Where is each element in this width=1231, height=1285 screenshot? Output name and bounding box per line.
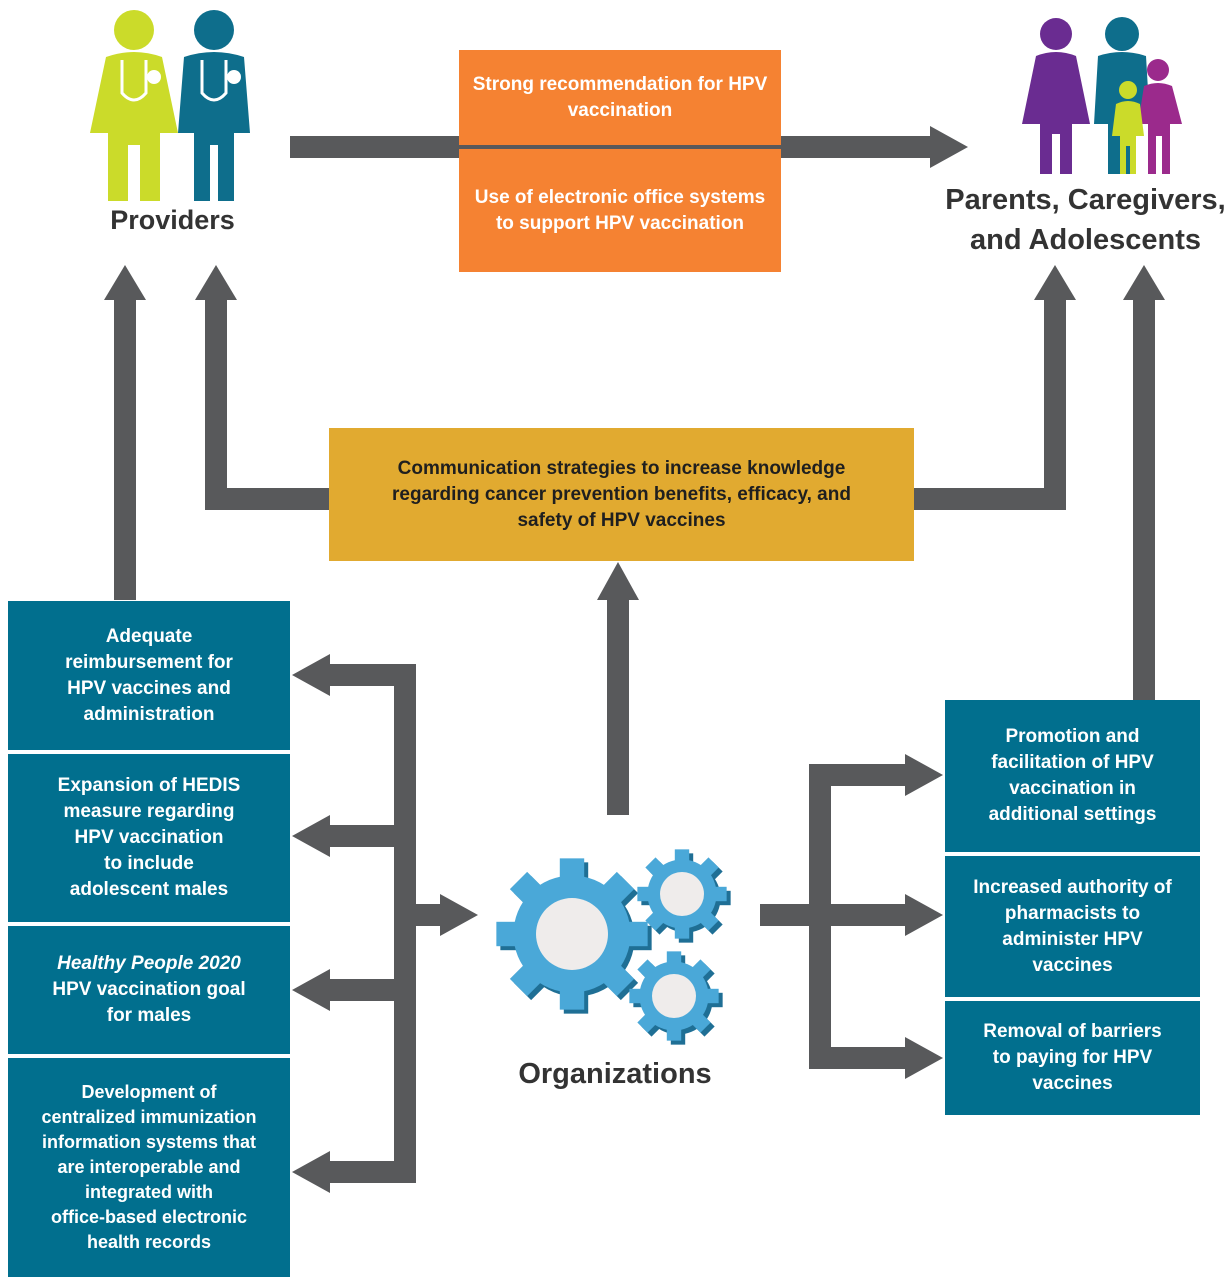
communication-box: Communication strategies to increase kno…	[329, 428, 914, 561]
left-box-1-line-1: Adequate	[105, 625, 193, 647]
left-box-4-line-5: integrated with	[84, 1182, 213, 1202]
provider-action-text-2: Use of electronic office systems to supp…	[474, 186, 766, 234]
left-box-2-line-1: Expansion of HEDIS	[57, 775, 241, 796]
left-box-3-line-1: HPV vaccination goal	[52, 979, 246, 1000]
right-box-2-line-4: vaccines	[1032, 954, 1113, 976]
right-box-3-line-3: vaccines	[1032, 1073, 1113, 1094]
gears-icon	[496, 849, 731, 1045]
parents-label-line1: Parents, Caregivers,	[945, 184, 1226, 216]
left-box-3: Healthy People 2020 HPV vaccination goal…	[8, 926, 290, 1054]
left-box-3-italic: Healthy People 2020	[57, 953, 241, 974]
left-box-1-line-4: administration	[83, 703, 215, 725]
left-bracket	[330, 664, 416, 1183]
left-box-1-line-2: reimbursement for	[65, 651, 233, 673]
left-box-2: Expansion of HEDIS measure regarding HPV…	[8, 754, 290, 922]
left-box-2-line-5: adolescent males	[69, 879, 229, 900]
right-box-1: Promotion and facilitation of HPV vaccin…	[945, 700, 1200, 852]
communication-text: Communication strategies to increase kno…	[392, 457, 851, 531]
provider-action-text-1: Strong recommendation for HPV vaccinatio…	[472, 73, 768, 121]
providers-icon	[90, 10, 250, 201]
left-box-1-line-3: HPV vaccines and	[67, 677, 231, 699]
provider-action-box-1: Strong recommendation for HPV vaccinatio…	[459, 50, 781, 145]
left-box-4: Development of centralized immunization …	[8, 1058, 290, 1277]
organizations-label: Organizations	[518, 1058, 712, 1090]
left-box-2-line-3: HPV vaccination	[74, 827, 224, 848]
left-box-4-line-1: Development of	[81, 1082, 217, 1102]
right-box-3: Removal of barriers to paying for HPV va…	[945, 1001, 1200, 1115]
right-box-2-line-2: pharmacists to	[1004, 902, 1141, 924]
right-box-2: Increased authority of pharmacists to ad…	[945, 856, 1200, 997]
right-box-1-line-3: vaccination in	[1009, 778, 1136, 799]
parents-label: Parents, Caregivers, and Adolescents	[940, 180, 1231, 260]
communication-to-providers-arrow	[205, 300, 330, 510]
left-box-3-line-2: for males	[106, 1005, 192, 1026]
right-box-1-line-2: facilitation of HPV	[991, 752, 1154, 773]
communication-to-parents-arrow	[912, 300, 1066, 510]
parents-icon	[1022, 17, 1182, 174]
left-box-4-line-3: information systems that	[41, 1132, 257, 1152]
left-box-4-line-2: centralized immunization	[41, 1107, 257, 1127]
parents-label-line2: and Adolescents	[970, 224, 1201, 256]
provider-action-box-2: Use of electronic office systems to supp…	[459, 149, 781, 272]
right-box-1-line-4: additional settings	[988, 804, 1157, 825]
right-box-2-line-3: administer HPV	[1002, 928, 1143, 950]
left-box-2-line-4: to include	[104, 853, 194, 874]
left-box-2-line-2: measure regarding	[63, 801, 235, 822]
left-box-4-line-7: health records	[86, 1232, 212, 1252]
providers-label: Providers	[110, 205, 235, 235]
left-box-4-line-6: office-based electronic	[50, 1207, 248, 1227]
left-box-4-line-4: are interoperable and	[57, 1157, 241, 1177]
right-box-3-line-2: to paying for HPV	[992, 1047, 1153, 1068]
right-box-3-line-1: Removal of barriers	[983, 1021, 1162, 1042]
right-box-1-line-1: Promotion and	[1005, 726, 1140, 747]
left-box-1: Adequate reimbursement for HPV vaccines …	[8, 601, 290, 750]
right-box-2-line-1: Increased authority of	[973, 876, 1172, 898]
